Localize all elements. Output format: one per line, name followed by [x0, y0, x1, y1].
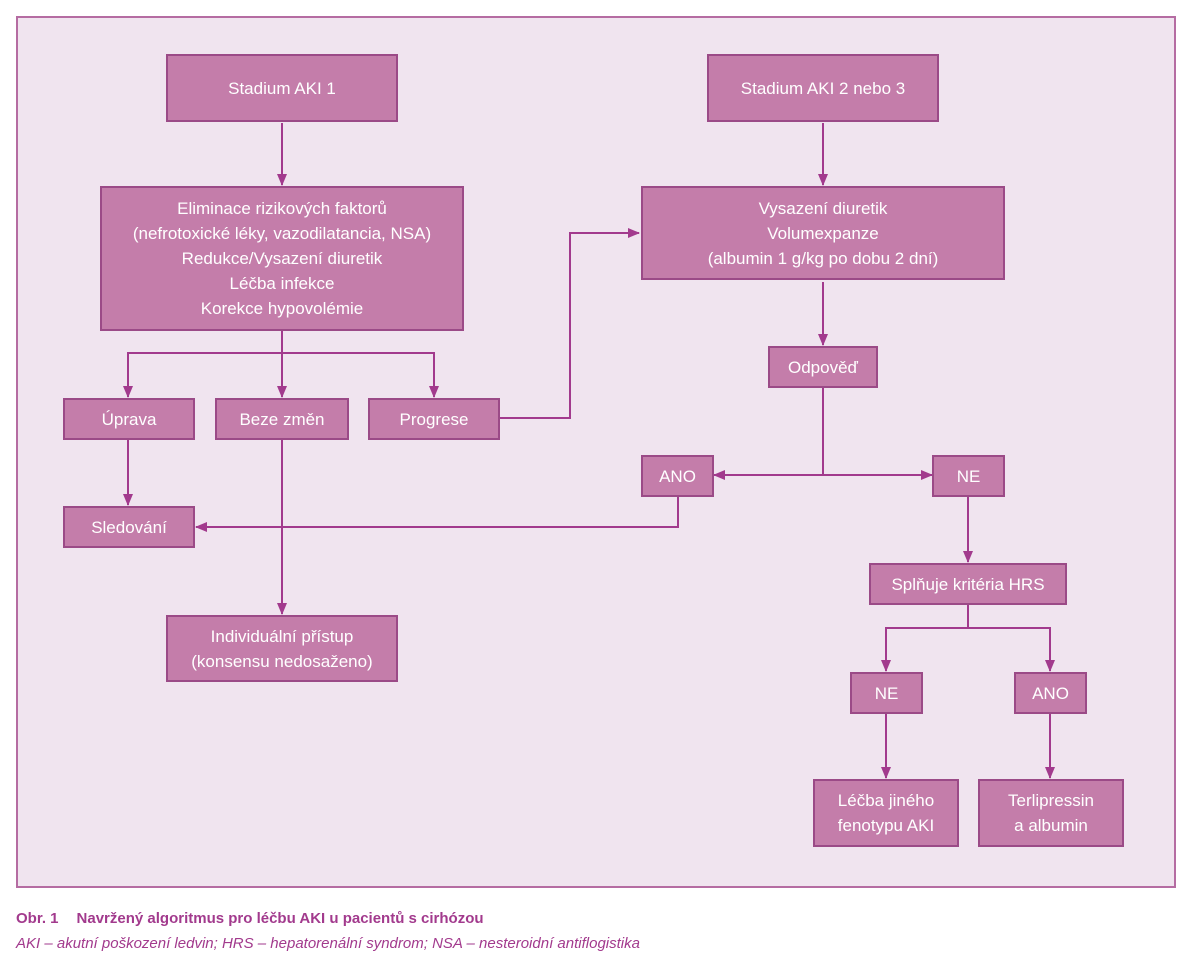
- edge-elimination-to-progrese: [282, 352, 439, 398]
- odpoved-box: Odpověď: [768, 346, 878, 388]
- node-text: Stadium AKI 2 nebo 3: [740, 78, 906, 98]
- edge-odpoved-to-ano: [713, 388, 824, 480]
- ne-hrs-box: NE: [850, 672, 923, 714]
- stage-aki-1-box: Stadium AKI 1: [166, 54, 398, 122]
- individual-approach-box: Individuální přístup (konsensu nedosažen…: [166, 615, 398, 682]
- node-text: ANO: [1032, 683, 1069, 703]
- node-text: Vysazení diuretik: [758, 198, 888, 218]
- node-text: Volumexpanze: [767, 223, 879, 243]
- edge-progrese-to-withdrawal: [500, 228, 640, 419]
- node-text: NE: [874, 683, 899, 703]
- diagram-frame: [16, 16, 1176, 888]
- edge-elimination-to-uprava: [123, 330, 283, 398]
- figure-legend: AKI – akutní poškození ledvin; HRS – hep…: [16, 935, 640, 952]
- figure-title: Navržený algoritmus pro léčbu AKI u paci…: [76, 910, 484, 927]
- beze-zmen-box: Beze změn: [215, 398, 349, 440]
- figure-number: Obr. 1: [16, 910, 59, 927]
- terlipressin-albumin-box: Terlipressin a albumin: [978, 779, 1124, 847]
- node-text: Odpověď: [788, 357, 858, 377]
- diuretic-withdrawal-box: Vysazení diuretik Volumexpanze (albumin …: [641, 186, 1005, 280]
- other-phenotype-treatment-box: Léčba jiného fenotypu AKI: [813, 779, 959, 847]
- node-text: (nefrotoxické léky, vazodilatancia, NSA): [132, 224, 432, 243]
- hrs-criteria-box: Splňuje kritéria HRS: [869, 563, 1067, 605]
- edge-ano-to-sledovani: [195, 497, 679, 532]
- node-text: Terlipressin: [1008, 791, 1094, 810]
- stage-aki-2-3-box: Stadium AKI 2 nebo 3: [707, 54, 939, 122]
- node-text: ANO: [659, 466, 696, 486]
- node-text: Úprava: [101, 409, 157, 429]
- risk-factor-elimination-box: Eliminace rizikových faktorů (nefrotoxic…: [100, 186, 464, 331]
- node-text: Stadium AKI 1: [228, 78, 336, 98]
- node-text: Sledování: [91, 517, 167, 537]
- sledovani-box: Sledování: [63, 506, 195, 548]
- progrese-box: Progrese: [368, 398, 500, 440]
- node-text: Beze změn: [239, 409, 325, 429]
- edge-hrs-to-ano: [968, 627, 1055, 672]
- node-text: Korekce hypovolémie: [200, 299, 364, 318]
- node-text: fenotypu AKI: [837, 816, 935, 835]
- node-text: NE: [956, 466, 981, 486]
- ne-response-box: NE: [932, 455, 1005, 497]
- node-text: a albumin: [1014, 816, 1088, 835]
- node-text: (albumin 1 g/kg po dobu 2 dní): [707, 248, 939, 268]
- node-text: (konsensu nedosaženo): [191, 651, 373, 671]
- node-text: Eliminace rizikových faktorů: [177, 199, 387, 218]
- node-text: Léčba infekce: [229, 274, 335, 293]
- ano-hrs-box: ANO: [1014, 672, 1087, 714]
- ano-response-box: ANO: [641, 455, 714, 497]
- node-text: Léčba jiného: [837, 791, 935, 810]
- figure-caption: Obr. 1 Navržený algoritmus pro léčbu AKI …: [16, 910, 484, 927]
- edge-hrs-to-ne: [881, 605, 969, 672]
- node-text: Individuální přístup: [210, 626, 354, 646]
- node-text: Splňuje kritéria HRS: [891, 574, 1045, 594]
- node-text: Progrese: [399, 409, 469, 429]
- uprava-box: Úprava: [63, 398, 195, 440]
- node-text: Redukce/Vysazení diuretik: [181, 249, 383, 268]
